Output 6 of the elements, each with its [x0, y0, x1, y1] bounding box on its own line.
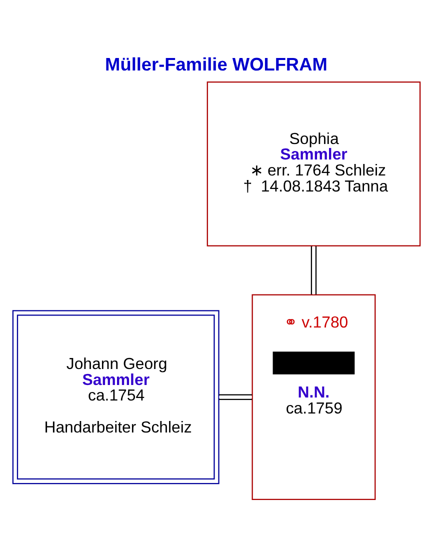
node-box: ⚭ v.1780 N.N. ca.1759: [252, 294, 376, 500]
connector: [310, 246, 317, 294]
node-box: Johann Georg Sammler ca.1754 Handarbeiter Schleiz: [12, 310, 220, 484]
diagram-title: Müller-Familie WOLFRAM: [105, 54, 328, 74]
node-box: Sophia Sammler ∗ err. 1764 Schleiz † 14.08.1843 Tanna: [206, 81, 421, 246]
connector: [219, 394, 252, 400]
